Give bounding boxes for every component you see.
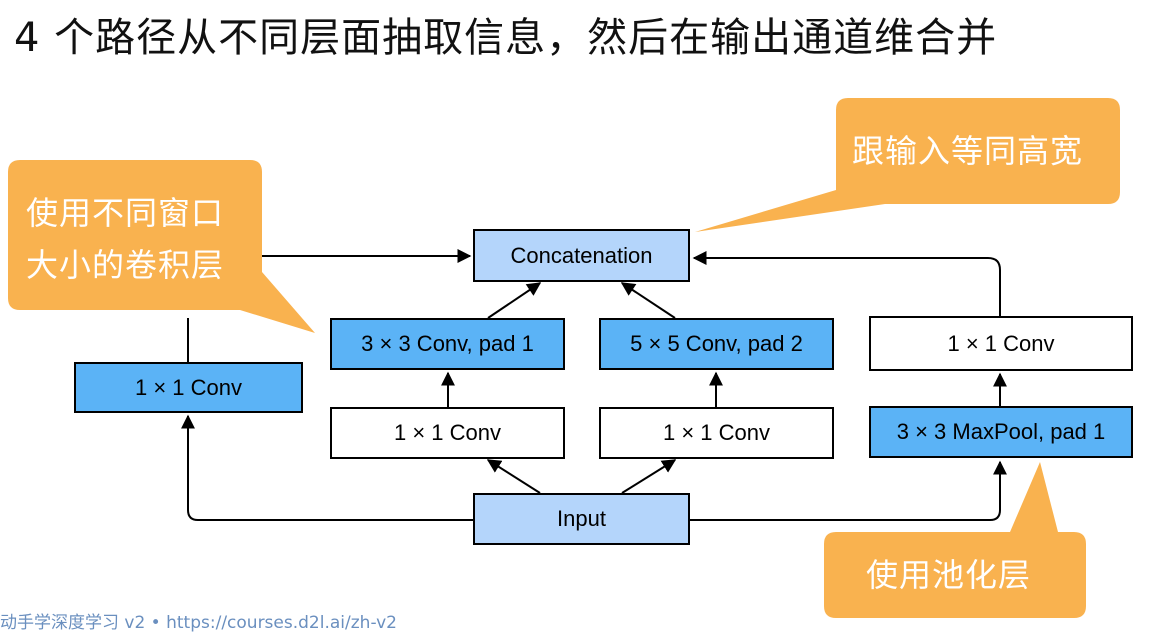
- node-path2-conv3x3: 3 × 3 Conv, pad 1: [330, 318, 565, 370]
- arrow-path2-to-concat: [487, 282, 542, 319]
- callout-bubble-conv: [8, 160, 315, 333]
- callout-concat: 跟输入等同高宽: [852, 132, 1084, 170]
- node-path3-conv5x5: 5 × 5 Conv, pad 2: [599, 318, 834, 370]
- callout-conv-line2: 大小的卷积层: [26, 246, 225, 284]
- node-path3-conv1x1: 1 × 1 Conv: [599, 407, 834, 459]
- node-concatenation: Concatenation: [473, 229, 690, 282]
- node-input: Input: [473, 493, 690, 545]
- callout-bubble-concat: [695, 98, 1120, 232]
- arrow-path4-to-concat: [692, 251, 1001, 316]
- callout-conv-line1: 使用不同窗口: [26, 194, 225, 232]
- footer-credit: 动手学深度学习 v2 • https://courses.d2l.ai/zh-v…: [0, 613, 397, 633]
- arrow-input-to-path4: [690, 460, 1007, 521]
- node-path4-conv1x1: 1 × 1 Conv: [869, 316, 1133, 371]
- arrow-path3-to-concat: [620, 282, 676, 319]
- callout-bubble-pool: [824, 462, 1086, 618]
- callout-pool: 使用池化层: [866, 556, 1032, 594]
- node-path4-maxpool: 3 × 3 MaxPool, pad 1: [869, 406, 1133, 458]
- arrow-input-to-path2: [486, 459, 541, 494]
- node-path2-conv1x1: 1 × 1 Conv: [330, 407, 565, 459]
- arrow-input-to-path1: [181, 414, 474, 521]
- page-title: 4 个路径从不同层面抽取信息，然后在输出通道维合并: [14, 15, 998, 61]
- arrow-input-to-path3: [621, 459, 677, 494]
- node-path1-conv1x1: 1 × 1 Conv: [74, 362, 303, 413]
